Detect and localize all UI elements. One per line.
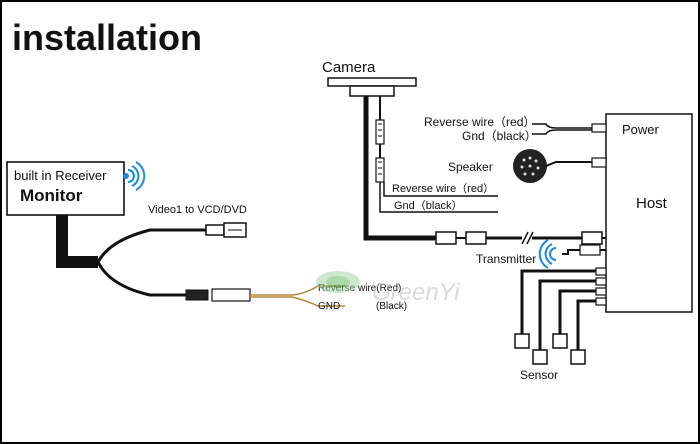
camera-gnd-label: Gnd（black） (394, 199, 462, 212)
monitor-label: Monitor (20, 186, 83, 205)
camera-body (327, 77, 417, 97)
power-branch-cable (96, 261, 188, 297)
video-rca-connector (205, 222, 247, 238)
sensor-cables (520, 269, 596, 350)
power-terminal (591, 123, 607, 133)
host-label: Host (636, 195, 668, 212)
sensor-heads (514, 333, 586, 365)
speaker-icon (513, 149, 547, 183)
transmitter-connector (579, 244, 601, 256)
camera-reverse-wire (383, 182, 498, 197)
camera-plug-1 (375, 119, 385, 145)
camera-plug-2 (375, 157, 385, 183)
camera-reverse-wire-label: Reverse wire（red） (392, 182, 494, 195)
speaker-label: Speaker (448, 160, 493, 174)
monitor-receiver-label: built in Receiver (14, 168, 107, 183)
sensor-label: Sensor (520, 368, 558, 382)
host-video-connector (581, 231, 603, 245)
host-reverse-wire-label: Reverse wire（red） (424, 115, 535, 129)
monitor-main-cable (56, 215, 98, 268)
host-reverse-wire (532, 123, 592, 129)
page-title: installation (12, 17, 202, 58)
camera-label: Camera (322, 59, 376, 76)
monitor-gnd-label: GND (318, 301, 340, 312)
speaker-terminal (591, 157, 607, 168)
camera-gnd-wire (379, 182, 498, 213)
camera-main-cable (363, 96, 438, 241)
inline-connector (185, 288, 251, 302)
monitor-wireless-icon (123, 161, 146, 191)
cable-break-mark (521, 231, 529, 245)
sensor-ports (595, 267, 607, 306)
camera-rca-connector (435, 231, 487, 245)
monitor-reverse-wire-label: Reverse wire(Red) (318, 283, 401, 294)
greenyi-watermark: GreenYi (316, 271, 460, 306)
transmitter-label: Transmitter (476, 252, 536, 266)
host-box (605, 113, 693, 313)
transmitter-wireless-icon (538, 239, 557, 269)
video-branch-cable (96, 228, 208, 263)
host-gnd-wire (532, 129, 592, 135)
speaker-cable (545, 161, 592, 167)
monitor-black-label: (Black) (376, 301, 407, 312)
video-label: Video1 to VCD/DVD (148, 204, 247, 216)
monitor-gnd-wire (250, 296, 345, 307)
watermark-text: GreenYi (372, 279, 460, 306)
host-gnd-label: Gnd（black） (462, 129, 537, 143)
host-power-label: Power (622, 122, 660, 137)
